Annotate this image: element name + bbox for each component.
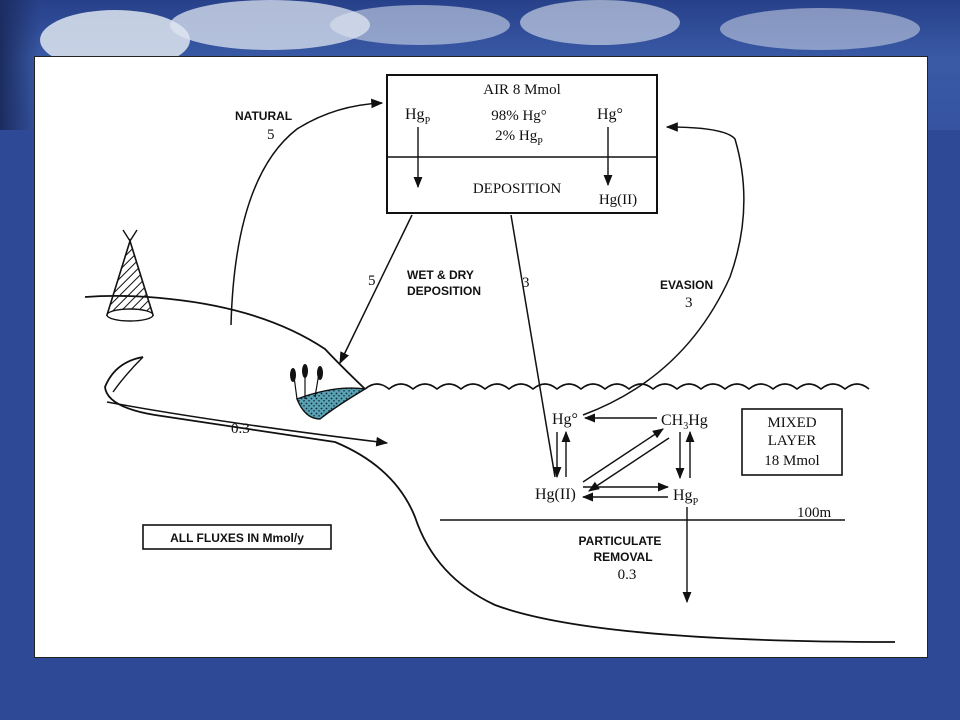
- air-composition-hgp: 2% HgP: [495, 128, 543, 148]
- tepee-icon: [105, 229, 155, 322]
- wet-dry-label-2: DEPOSITION: [407, 284, 481, 298]
- evasion-flux-arrow: [582, 122, 745, 416]
- air-hg2-label: Hg(II): [599, 192, 637, 208]
- air-deposition-label: DEPOSITION: [473, 181, 561, 197]
- air-composition-hg0: 98% Hg°: [491, 108, 547, 124]
- wet-dry-value: 5: [368, 273, 376, 289]
- wetland-icon: [290, 364, 368, 420]
- mixed-layer-line3: 18 Mmol: [764, 453, 819, 469]
- units-note-box: ALL FLUXES IN Mmol/y: [142, 524, 332, 550]
- mercury-cycle-diagram: AIR 8 Mmol HgP 98% Hg° 2% HgP Hg° DEPOSI…: [84, 74, 896, 643]
- ocean-hgp: HgP: [673, 487, 699, 508]
- air-title: AIR 8 Mmol: [483, 82, 561, 98]
- mixed-layer-line1: MIXED: [767, 415, 816, 431]
- depth-label: 100m: [797, 505, 832, 521]
- mixed-layer-box: MIXED LAYER 18 Mmol: [741, 408, 843, 476]
- evasion-value: 3: [685, 295, 693, 311]
- particulate-value: 0.3: [618, 567, 637, 583]
- air-hg0-label: Hg°: [597, 106, 623, 123]
- air-box: AIR 8 Mmol HgP 98% Hg° 2% HgP Hg° DEPOSI…: [386, 74, 658, 214]
- ocean-hg2: Hg(II): [535, 486, 576, 503]
- air-hgp-label: HgP: [405, 106, 431, 127]
- river-flux-value: 0.3: [231, 421, 250, 437]
- ocean-hg0: Hg°: [552, 411, 578, 428]
- natural-flux-value: 5: [267, 127, 275, 143]
- mixed-layer-line2: LAYER: [768, 433, 817, 449]
- direct-deposition-line: [510, 214, 556, 478]
- diagram-frame: AIR 8 Mmol HgP 98% Hg° 2% HgP Hg° DEPOSI…: [34, 56, 928, 658]
- natural-flux-label: NATURAL: [235, 109, 292, 123]
- particulate-label-2: REMOVAL: [593, 550, 652, 564]
- ch3hg-to-hg2-arrow: [588, 437, 670, 492]
- ocean-ch3hg: CH3Hg: [661, 412, 708, 432]
- direct-deposition-value: 3: [522, 275, 530, 291]
- units-note: ALL FLUXES IN Mmol/y: [170, 531, 304, 545]
- ocean-surface: [364, 383, 870, 391]
- hg2-to-ch3hg-arrow: [582, 428, 664, 483]
- river-flux-arrow: [106, 401, 389, 447]
- natural-flux-arrow: [230, 98, 384, 326]
- evasion-label: EVASION: [660, 278, 713, 292]
- wet-dry-label-1: WET & DRY: [407, 268, 474, 282]
- wet-dry-deposition-arrow: [339, 214, 413, 365]
- particulate-label-1: PARTICULATE: [579, 534, 662, 548]
